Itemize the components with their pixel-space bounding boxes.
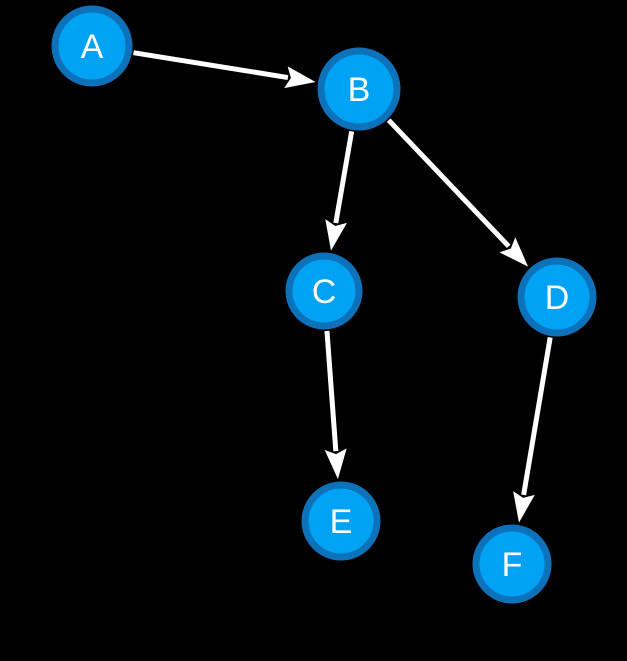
node-circle[interactable]: [285, 252, 363, 330]
edge-b-c: [325, 130, 355, 251]
node-b[interactable]: B: [317, 47, 401, 131]
node-circle[interactable]: [317, 47, 401, 131]
edge-b-d: [386, 118, 529, 267]
edge-line: [133, 50, 289, 81]
edge-d-f: [513, 337, 553, 523]
node-circle[interactable]: [517, 257, 597, 337]
node-label: F: [502, 546, 523, 584]
nodes-layer: A B C D E F: [51, 5, 597, 604]
arrowhead-icon: [284, 66, 316, 89]
node-label: E: [330, 503, 353, 541]
node-circle[interactable]: [51, 5, 133, 87]
edges-layer: [133, 50, 553, 523]
node-label: B: [348, 71, 371, 109]
edge-a-b: [133, 50, 316, 89]
node-label: A: [81, 28, 104, 66]
node-label: C: [312, 273, 337, 311]
edge-line: [521, 337, 553, 496]
node-a[interactable]: A: [51, 5, 133, 87]
node-f[interactable]: F: [472, 524, 552, 604]
arrowhead-icon: [325, 219, 347, 251]
node-circle[interactable]: [301, 481, 381, 561]
edge-line: [333, 130, 355, 224]
node-circle[interactable]: [472, 524, 552, 604]
arrowhead-icon: [324, 448, 347, 480]
edge-c-e: [324, 330, 347, 480]
arrowhead-icon: [513, 491, 535, 523]
edge-line: [324, 330, 339, 452]
node-e[interactable]: E: [301, 481, 381, 561]
edge-line: [386, 118, 511, 249]
arrowhead-icon: [499, 237, 529, 267]
node-c[interactable]: C: [285, 252, 363, 330]
node-d[interactable]: D: [517, 257, 597, 337]
node-label: D: [545, 279, 570, 317]
